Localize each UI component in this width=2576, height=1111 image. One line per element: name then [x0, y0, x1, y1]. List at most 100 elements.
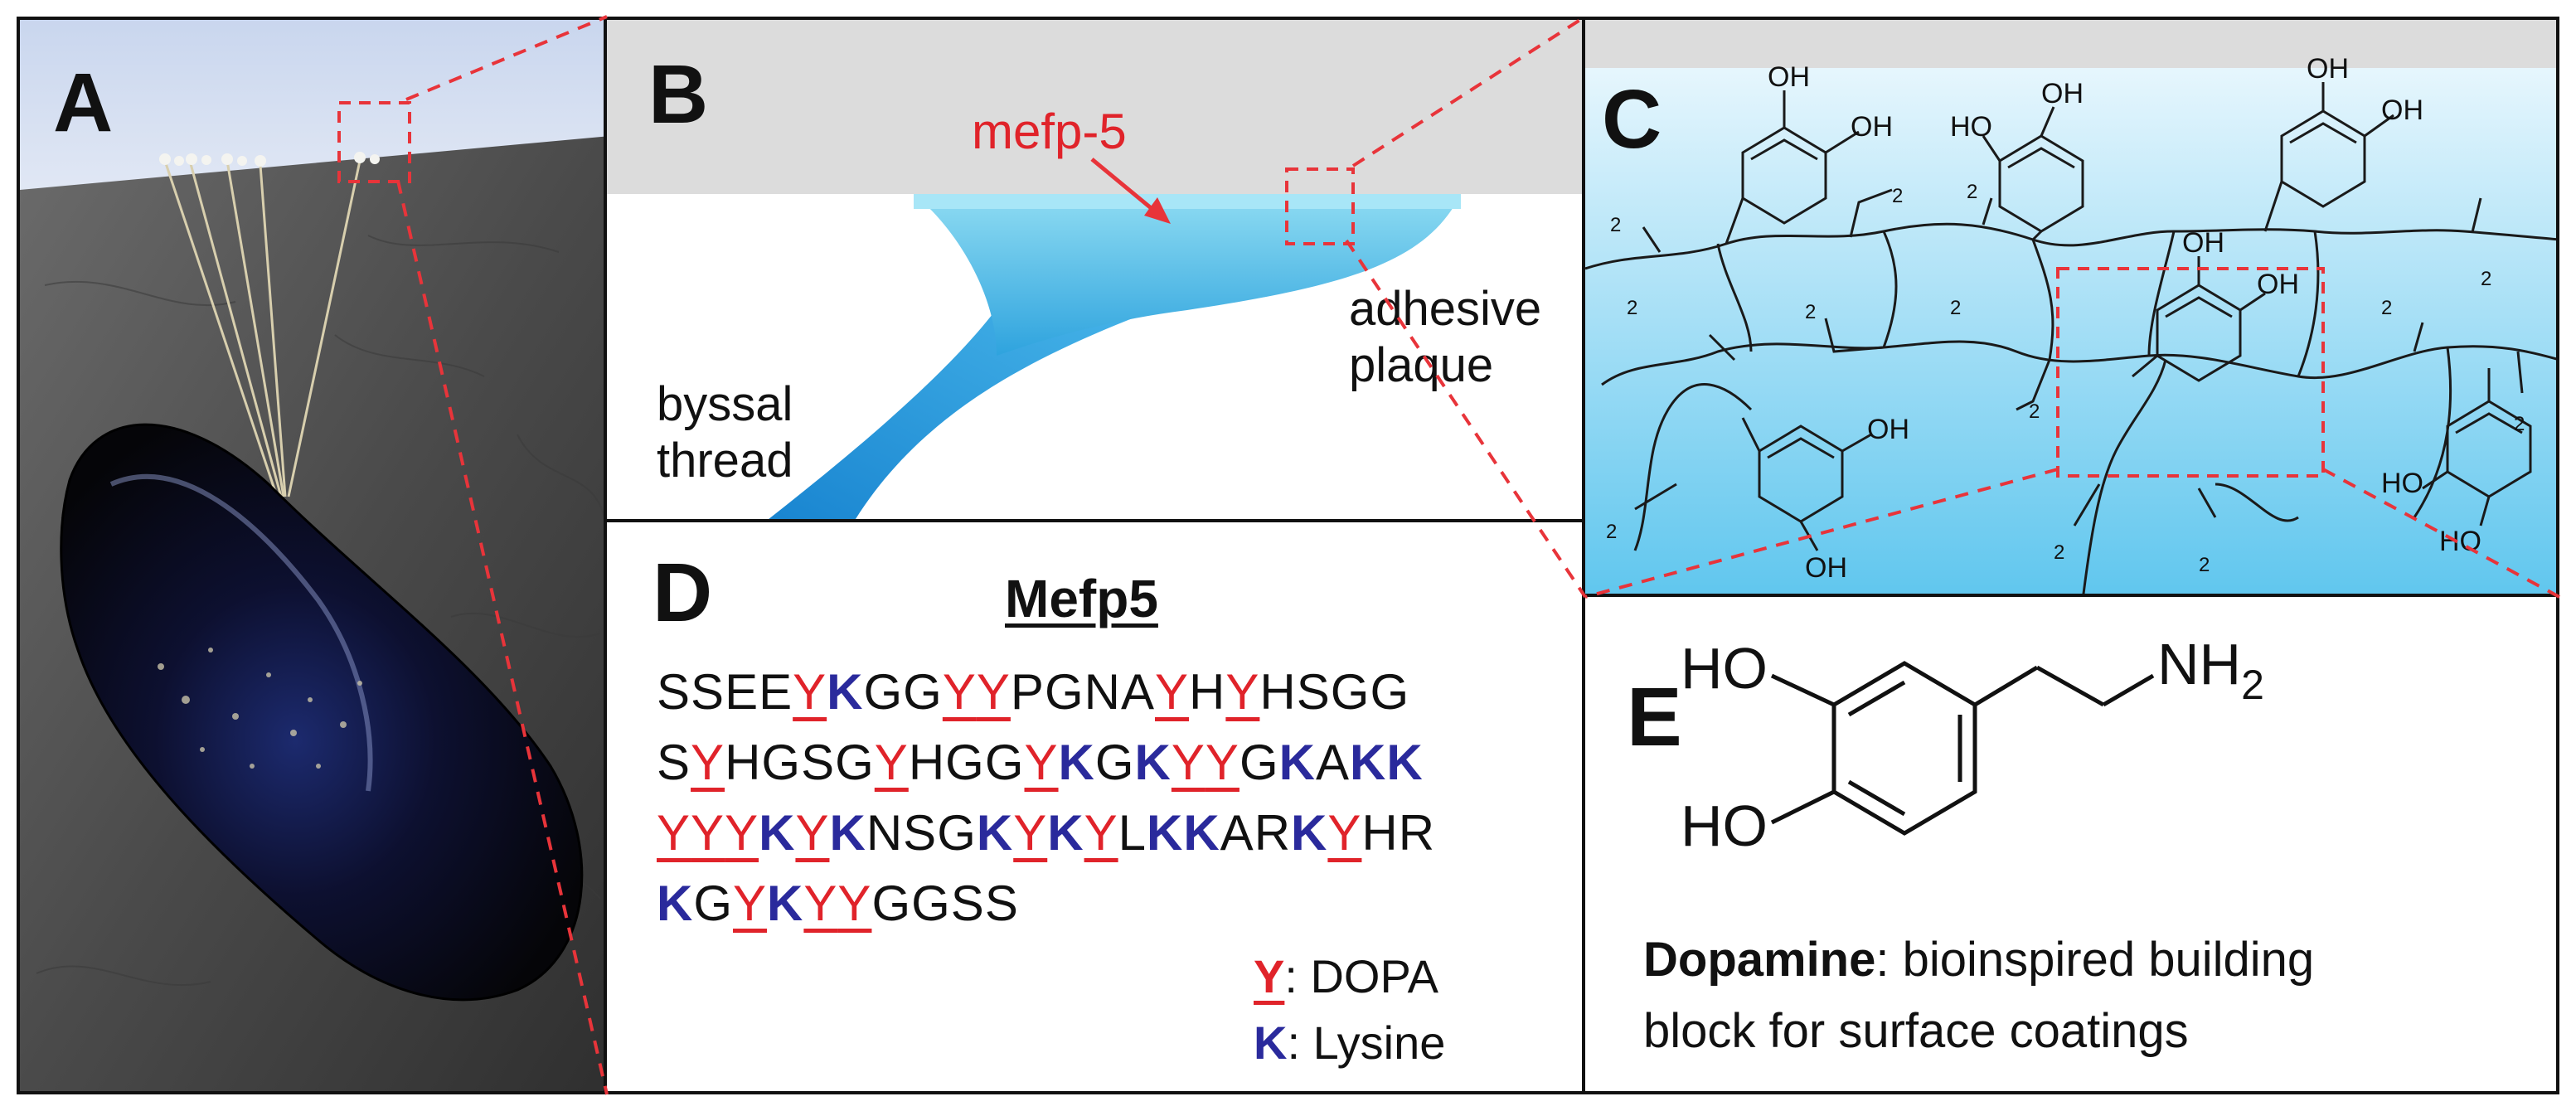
residue-dopa: Y	[691, 735, 725, 790]
panel-c: OH OH HO OH OH OH OH OH OH OH HO HO 2 2 …	[1585, 17, 2559, 597]
residue-lysine: K	[1291, 805, 1328, 861]
residue: R	[1254, 805, 1292, 861]
legend-lysine: K: Lysine	[1254, 1016, 1445, 1070]
sequence-line: YYYKYKNSGKYKYLKKARKYHR	[657, 804, 1435, 861]
nh2-label: 2	[2381, 297, 2392, 319]
dopamine-ho-top: HO	[1681, 636, 1768, 701]
panel-b: B mefp-5 adhesive plaque byssal thread	[607, 17, 1585, 522]
residue: S	[801, 735, 836, 790]
zoom-box-a	[337, 101, 411, 183]
nh2-label: 2	[1892, 185, 1903, 207]
residue: G	[761, 735, 802, 790]
residue-lysine: K	[827, 664, 864, 720]
residue-dopa: Y	[837, 876, 872, 931]
residue-dopa: Y	[733, 876, 768, 931]
byssal-thread-label-line1: byssal	[657, 377, 793, 431]
residue-lysine: K	[1047, 805, 1084, 861]
residue: G	[863, 664, 904, 720]
mussel-photo	[20, 20, 604, 1091]
oh-label: OH	[1867, 414, 1909, 445]
panel-a: A	[17, 17, 607, 1094]
dopamine-caption-rest: : bioinspired building	[1875, 933, 2315, 987]
residue: G	[1330, 664, 1370, 720]
residue: R	[1398, 805, 1436, 861]
residue-dopa: Y	[1154, 664, 1190, 720]
mussel-shell-highlight	[109, 473, 373, 792]
adhesive-plaque-shape	[914, 194, 1461, 356]
dopamine-structure: HO HO NH2	[1681, 632, 2264, 858]
ho-label: HO	[1950, 111, 1992, 143]
residue-dopa: Y	[942, 664, 977, 720]
nh2-label: 2	[2199, 554, 2210, 576]
byssal-thread-label: byssal thread	[657, 376, 793, 489]
adhesive-plaque-label: adhesive plaque	[1349, 281, 1541, 394]
panel-d-letter: D	[652, 546, 713, 639]
residue: S	[1296, 664, 1331, 720]
panel-b-letter: B	[648, 48, 709, 141]
residue: G	[835, 735, 875, 790]
mefp5-label: mefp-5	[972, 104, 1127, 159]
oh-label: OH	[2381, 95, 2423, 126]
residue: S	[657, 664, 691, 720]
byssal-threads	[163, 160, 361, 497]
zoom-box-c	[2056, 267, 2325, 478]
ho-label: HO	[2381, 468, 2423, 499]
sequence-line: KGYKYYGGSS	[657, 875, 1019, 932]
residue-dopa: Y	[657, 805, 691, 861]
residue: S	[657, 735, 691, 790]
residue-lysine: K	[1146, 805, 1184, 861]
panel-c-letter: C	[1602, 73, 1662, 166]
residue: G	[693, 876, 734, 931]
panel-e-letter: E	[1627, 671, 1682, 764]
ho-label: HO	[2439, 526, 2481, 557]
residue-lysine: K	[1134, 735, 1172, 790]
residue-lysine: K	[976, 805, 1014, 861]
residue: G	[984, 735, 1025, 790]
residue: N	[1084, 664, 1121, 720]
dopamine-caption: Dopamine: bioinspired building block for…	[1643, 924, 2314, 1067]
residue: G	[911, 876, 951, 931]
residue: S	[903, 805, 938, 861]
residue-lysine: K	[1058, 735, 1095, 790]
panel-e: HO HO NH2 E Dopamine: bioinspired buildi…	[1585, 594, 2559, 1094]
residue-dopa: Y	[1013, 805, 1048, 861]
residue-lysine: K	[1350, 735, 1387, 790]
adhesive-plaque-label-line2: plaque	[1349, 338, 1494, 392]
legend-dopa-text: : DOPA	[1284, 950, 1439, 1002]
oh-label: OH	[2041, 78, 2084, 109]
nh2-label: 2	[1805, 301, 1816, 323]
residue: N	[866, 805, 904, 861]
nh2-label: 2	[2054, 541, 2064, 564]
polymer-backbone	[1585, 222, 2556, 594]
residue: H	[725, 735, 762, 790]
legend-dopa: Y: DOPA	[1254, 949, 1438, 1003]
residue: G	[903, 664, 943, 720]
residue-dopa: Y	[1171, 735, 1206, 790]
residue: G	[1044, 664, 1084, 720]
residue: E	[725, 664, 759, 720]
residue-lysine: K	[759, 805, 796, 861]
residue: G	[1370, 664, 1410, 720]
nh2-label: 2	[1627, 297, 1637, 319]
byssal-thread-label-line2: thread	[657, 434, 793, 488]
residue-lysine: K	[829, 805, 866, 861]
residue: S	[984, 876, 1019, 931]
substrate-top	[1585, 20, 2556, 68]
legend-lysine-symbol: K	[1254, 1016, 1288, 1069]
residue-dopa: Y	[1225, 664, 1260, 720]
residue: S	[950, 876, 985, 931]
residue-dopa: Y	[1205, 735, 1239, 790]
nh2-label: 2	[1610, 214, 1621, 236]
residue-lysine: K	[1183, 805, 1220, 861]
plaque-highlight	[914, 194, 1461, 209]
oh-label: OH	[1851, 111, 1893, 143]
dopamine-caption-line1: Dopamine: bioinspired building	[1643, 924, 2314, 996]
nh2-label: 2	[2514, 413, 2525, 435]
residue-dopa: Y	[874, 735, 909, 790]
nh2-label: 2	[2481, 268, 2491, 290]
shell-speckles	[158, 648, 362, 769]
mefp5-arrowhead	[1144, 197, 1171, 224]
oh-label: OH	[1768, 61, 1810, 93]
residue: G	[871, 876, 912, 931]
